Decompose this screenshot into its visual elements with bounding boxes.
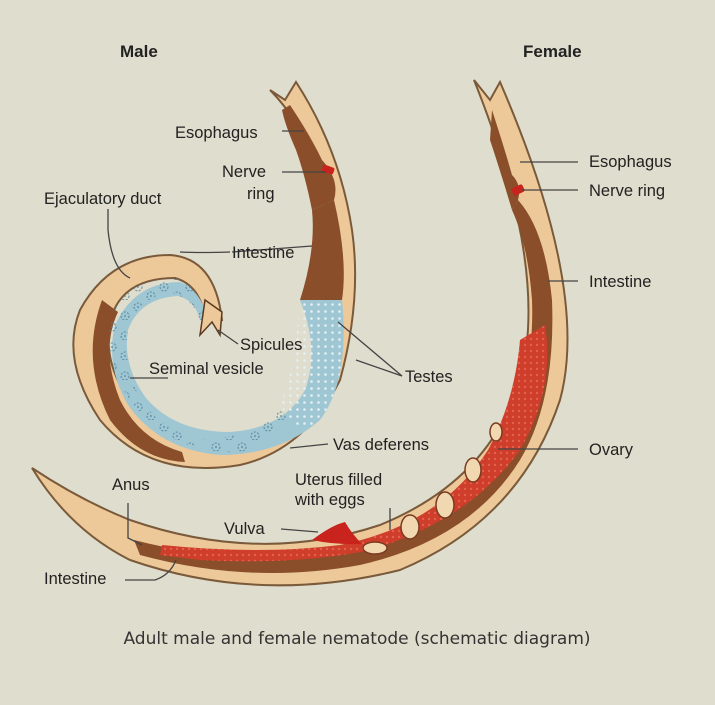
label-intestine-male: Intestine <box>232 244 294 262</box>
male-intestine <box>300 200 344 300</box>
female-worm <box>31 79 569 587</box>
label-vas-deferens: Vas deferens <box>333 436 429 454</box>
label-spicules: Spicules <box>240 336 302 354</box>
label-uterus-line2: with eggs <box>294 491 365 509</box>
ejaculatory-duct-body <box>92 300 185 462</box>
label-nerve-ring-female: Nerve ring <box>589 182 665 200</box>
female-nerve-ring <box>511 184 525 196</box>
leader-lines <box>107 130 578 581</box>
label-vulva: Vulva <box>224 520 265 538</box>
uterus-eggs <box>362 422 503 555</box>
spicules <box>198 298 223 338</box>
diagram-caption: Adult male and female nematode (schemati… <box>123 629 590 649</box>
label-nerve-ring-male-line2: ring <box>247 185 275 203</box>
label-testes: Testes <box>405 368 453 386</box>
label-esophagus-male: Esophagus <box>175 124 258 142</box>
label-nerve-ring-male-line1: Nerve <box>222 163 266 181</box>
vulva <box>312 522 362 545</box>
male-header: Male <box>120 42 158 61</box>
label-uterus-line1: Uterus filled <box>295 471 382 489</box>
label-ejaculatory-duct: Ejaculatory duct <box>44 190 162 208</box>
label-ovary: Ovary <box>589 441 634 459</box>
label-seminal-vesicle: Seminal vesicle <box>149 360 264 378</box>
label-intestine-female: Intestine <box>589 273 651 291</box>
female-header: Female <box>523 42 582 61</box>
label-esophagus-female: Esophagus <box>589 153 672 171</box>
label-intestine-female-tail: Intestine <box>44 570 106 588</box>
label-anus: Anus <box>112 476 150 494</box>
male-worm <box>72 80 357 469</box>
female-esophagus <box>490 110 520 210</box>
